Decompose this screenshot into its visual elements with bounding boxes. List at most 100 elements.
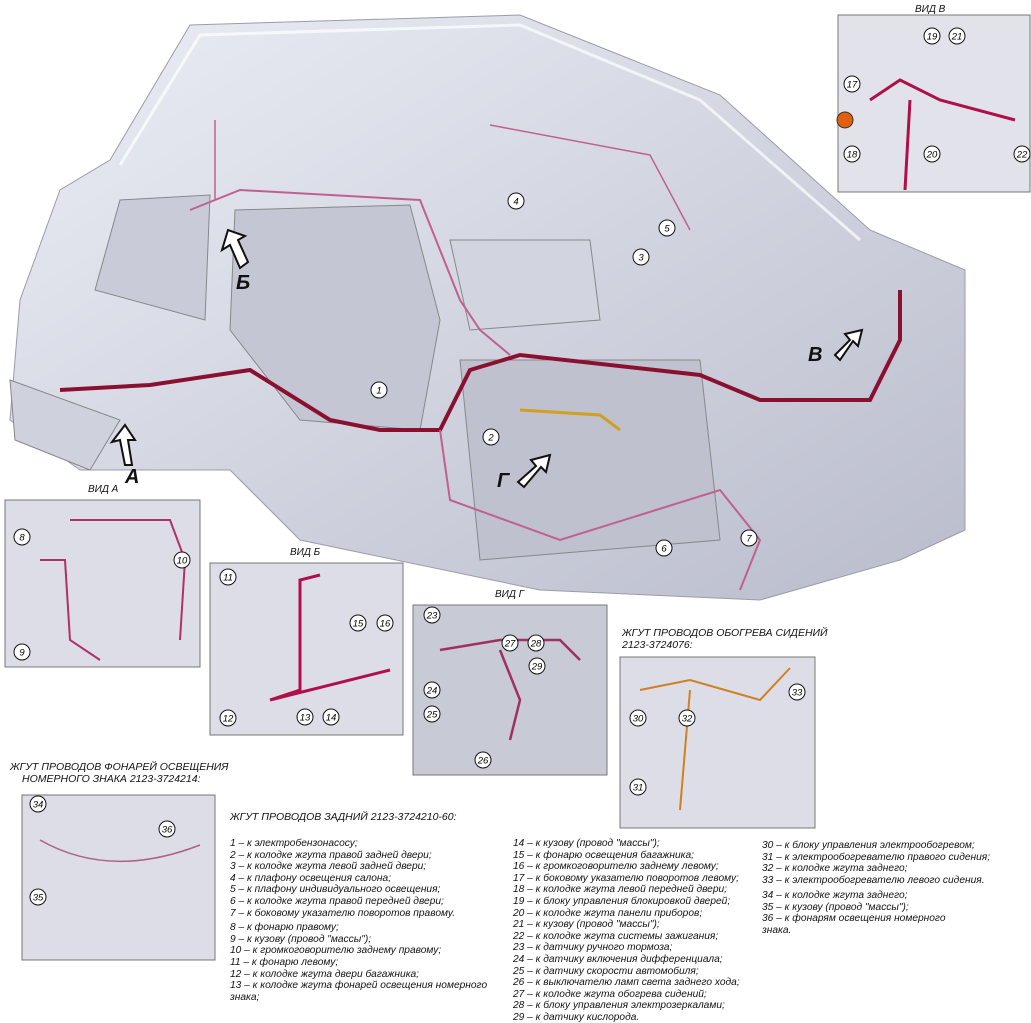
callout-number: 8: [19, 533, 25, 544]
callout-number: 10: [177, 556, 188, 567]
callout-29: 29: [528, 657, 546, 675]
callout-36: 36: [158, 820, 176, 838]
arrow-a-icon: [109, 423, 137, 466]
callout-9: 9: [13, 643, 31, 661]
callout-34: 34: [29, 795, 47, 813]
callout-24: 24: [423, 681, 441, 699]
legend-item: 9 – к кузову (провод "массы");: [230, 933, 372, 945]
legend-item: 26 – к выключателю ламп света заднего хо…: [513, 977, 740, 989]
legend-item: 15 – к фонарю освещения багажника;: [513, 849, 694, 861]
legend-item: 32 – к колодке жгута заднего;: [762, 863, 908, 875]
callout-7: 7: [740, 529, 758, 547]
legend-item: 34 – к колодке жгута заднего;: [762, 890, 908, 901]
callout-number: 12: [223, 714, 234, 725]
callout-20: 20: [923, 145, 941, 163]
callout-3: 3: [632, 248, 650, 266]
legend-item: 14 – к кузову (провод "массы");: [513, 838, 660, 849]
callout-23: 23: [423, 606, 441, 624]
callout-33: 33: [788, 683, 806, 701]
view-b-label: ВИД Б: [290, 547, 321, 558]
callout-30: 30: [629, 709, 647, 727]
legend-item: 21 – к кузову (провод "массы");: [513, 919, 660, 931]
callout-26: 26: [474, 751, 492, 769]
legend-item: знака.: [762, 924, 792, 936]
callout-12: 12: [219, 709, 237, 727]
callout-number: 20: [926, 150, 938, 161]
legend-item: 2 – к колодке жгута правой задней двери;: [230, 849, 432, 861]
callout-number: 32: [682, 714, 693, 725]
callout-number: 15: [353, 619, 364, 630]
callout-2: 2: [482, 428, 500, 446]
callout-number: 28: [530, 639, 542, 650]
legend-column-1: 1 – к электробензонасосу;2 – к колодке ж…: [230, 838, 487, 1003]
license-title-1: ЖГУТ ПРОВОДОВ ФОНАРЕЙ ОСВЕЩЕНИЯ: [10, 761, 229, 773]
legend-item: 29 – к датчику кислорода.: [513, 1011, 640, 1023]
legend-item: 13 – к колодке жгута фонарей освещения н…: [230, 980, 488, 992]
callout-number: 6: [661, 544, 667, 555]
view-arrows: [109, 228, 864, 489]
legend-item: 8 – к фонарю правому;: [230, 922, 339, 934]
callout-number: 23: [426, 611, 438, 622]
callout-31: 31: [629, 778, 647, 796]
legend-item: знака;: [230, 991, 260, 1003]
seat-heating-title-1: ЖГУТ ПРОВОДОВ ОБОГРЕВА СИДЕНИЙ: [622, 627, 828, 639]
callout-17: 17: [843, 75, 861, 93]
callout-number: 35: [33, 893, 44, 904]
callout-10: 10: [173, 551, 191, 569]
arrow-v-letter: В: [808, 344, 823, 366]
legend-item: 16 – к громкоговорителю заднему левому;: [513, 861, 719, 873]
callout-35: 35: [29, 888, 47, 906]
legend-item: 19 – к блоку управления блокировкой двер…: [513, 895, 731, 907]
legend-item: 6 – к колодке жгута правой передней двер…: [230, 895, 444, 907]
callout-number: 33: [792, 688, 803, 699]
view-a-label: ВИД А: [88, 484, 119, 495]
callout-number: 11: [223, 573, 233, 584]
callout-number: 17: [847, 80, 858, 91]
view-v-label: ВИД В: [915, 4, 946, 15]
arrow-g-icon: [516, 453, 552, 489]
callout-number: 7: [746, 534, 752, 545]
arrow-g-letter: Г: [497, 470, 510, 492]
callout-number: 30: [633, 714, 644, 725]
inset-panels: [4, 14, 1031, 961]
legend-item: 36 – к фонарям освещения номерного: [762, 913, 946, 925]
callout-25: 25: [423, 705, 441, 723]
callout-number: 21: [951, 32, 963, 43]
callout-15: 15: [349, 614, 367, 632]
legend-item: 25 – к датчику скорости автомобиля;: [513, 965, 699, 977]
callout-28: 28: [527, 634, 545, 652]
license-title-2: НОМЕРНОГО ЗНАКА 2123-3724214:: [22, 773, 201, 785]
callout-4: 4: [507, 192, 525, 210]
legend-item: 7 – к боковому указателю поворотов право…: [230, 907, 456, 919]
legend-column-2: 14 – к кузову (провод "массы");15 – к фо…: [513, 838, 740, 1023]
callout-5: 5: [658, 219, 676, 237]
arrow-b-icon: [220, 228, 250, 270]
callout-14: 14: [322, 708, 340, 726]
arrow-a-letter: А: [125, 466, 140, 488]
legend-item: 20 – к колодке жгута панели приборов;: [513, 907, 703, 919]
callout-number: 5: [664, 224, 670, 235]
callout-13: 13: [296, 708, 314, 726]
callout-number: 19: [927, 32, 938, 43]
callout-number: 26: [477, 756, 489, 767]
callout-number: 22: [1016, 150, 1028, 161]
callout-number: 2: [487, 433, 494, 444]
legend-item: 4 – к плафону освещения салона;: [230, 872, 392, 884]
legend-item: 12 – к колодке жгута двери багажника;: [230, 968, 420, 980]
legend-column-3b: 34 – к колодке жгута заднего;35 – к кузо…: [762, 890, 946, 936]
callout-6: 6: [655, 539, 673, 557]
legend-item: 23 – к датчику ручного тормоза;: [513, 942, 673, 954]
callout-32: 32: [678, 709, 696, 727]
wire-harness-main: [59, 120, 902, 591]
legend-column-3a: 30 – к блоку управления электрообогревом…: [762, 840, 990, 886]
legend-item: 11 – к фонарю левому;: [230, 956, 339, 968]
legend-item: 1 – к электробензонасосу;: [230, 838, 358, 849]
arrow-v-icon: [833, 328, 864, 362]
legend-item: 33 – к электрообогревателю левого сидени…: [762, 874, 985, 886]
callout-number: 24: [426, 686, 438, 697]
callout-16: 16: [376, 614, 394, 632]
legend-item: 17 – к боковому указателю поворотов лево…: [513, 872, 739, 884]
legend-item: 3 – к колодке жгута левой задней двери;: [230, 861, 427, 873]
